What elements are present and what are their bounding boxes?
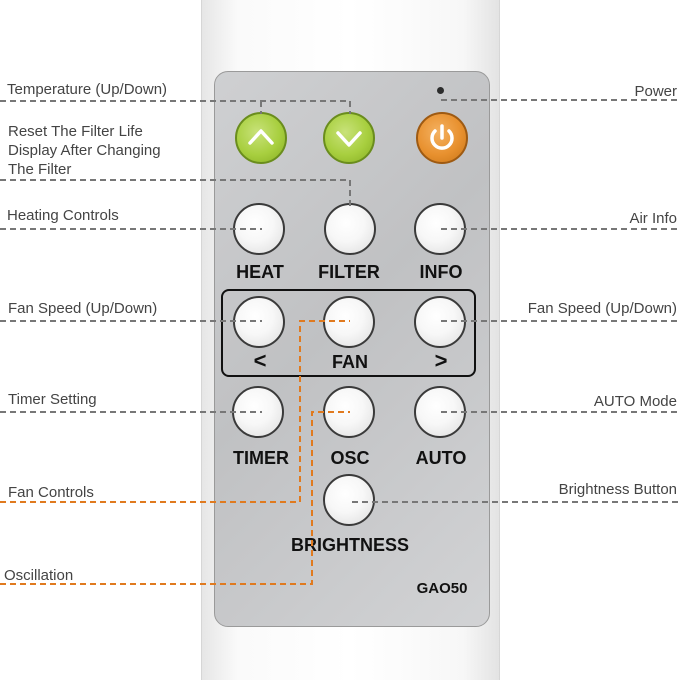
chevron-up-icon xyxy=(248,129,274,145)
brightness-label: BRIGHTNESS xyxy=(290,535,410,555)
reset-filter-callout-line3: The Filter xyxy=(8,161,72,178)
power-button[interactable] xyxy=(416,112,468,164)
heating-callout: Heating Controls xyxy=(7,207,119,224)
indicator-led xyxy=(437,87,444,94)
temperature-up-button[interactable] xyxy=(235,112,287,164)
fan-controls-callout: Fan Controls xyxy=(8,484,94,501)
auto-button[interactable] xyxy=(414,386,466,438)
info-button[interactable] xyxy=(414,203,466,255)
fan-speed-left-callout: Fan Speed (Up/Down) xyxy=(8,300,158,317)
heat-label: HEAT xyxy=(236,262,284,282)
fan-speed-up-button[interactable] xyxy=(414,296,466,348)
oscillation-callout-line xyxy=(0,411,350,585)
chevron-down-icon xyxy=(336,131,362,147)
model-number: GAO50 xyxy=(416,580,468,597)
auto-mode-callout: AUTO Mode xyxy=(593,393,677,410)
filter-label: FILTER xyxy=(318,262,380,282)
filter-button[interactable] xyxy=(324,203,376,255)
fan-label: FAN xyxy=(332,352,368,372)
fan-down-arrow-label: < xyxy=(253,348,267,373)
brightness-callout: Brightness Button xyxy=(558,481,677,498)
air-info-callout: Air Info xyxy=(629,210,677,227)
osc-label: OSC xyxy=(330,448,370,468)
power-callout: Power xyxy=(634,83,677,100)
info-label: INFO xyxy=(419,262,463,282)
power-icon xyxy=(430,124,454,150)
temperature-callout: Temperature (Up/Down) xyxy=(7,81,168,98)
fan-controls-callout-line xyxy=(0,320,350,503)
timer-callout: Timer Setting xyxy=(8,391,97,408)
oscillation-callout: Oscillation xyxy=(4,567,74,584)
fan-control-group xyxy=(221,289,476,377)
fan-speed-right-callout: Fan Speed (Up/Down) xyxy=(527,300,677,317)
temperature-down-button[interactable] xyxy=(323,112,375,164)
auto-label: AUTO xyxy=(415,448,467,468)
reset-filter-callout-line1: Reset The Filter Life xyxy=(8,123,143,140)
fan-up-arrow-label: > xyxy=(434,348,448,373)
brightness-button[interactable] xyxy=(323,474,375,526)
reset-filter-callout-line xyxy=(0,179,351,210)
reset-filter-callout-line2: Display After Changing xyxy=(8,142,161,159)
timer-label: TIMER xyxy=(233,448,289,468)
